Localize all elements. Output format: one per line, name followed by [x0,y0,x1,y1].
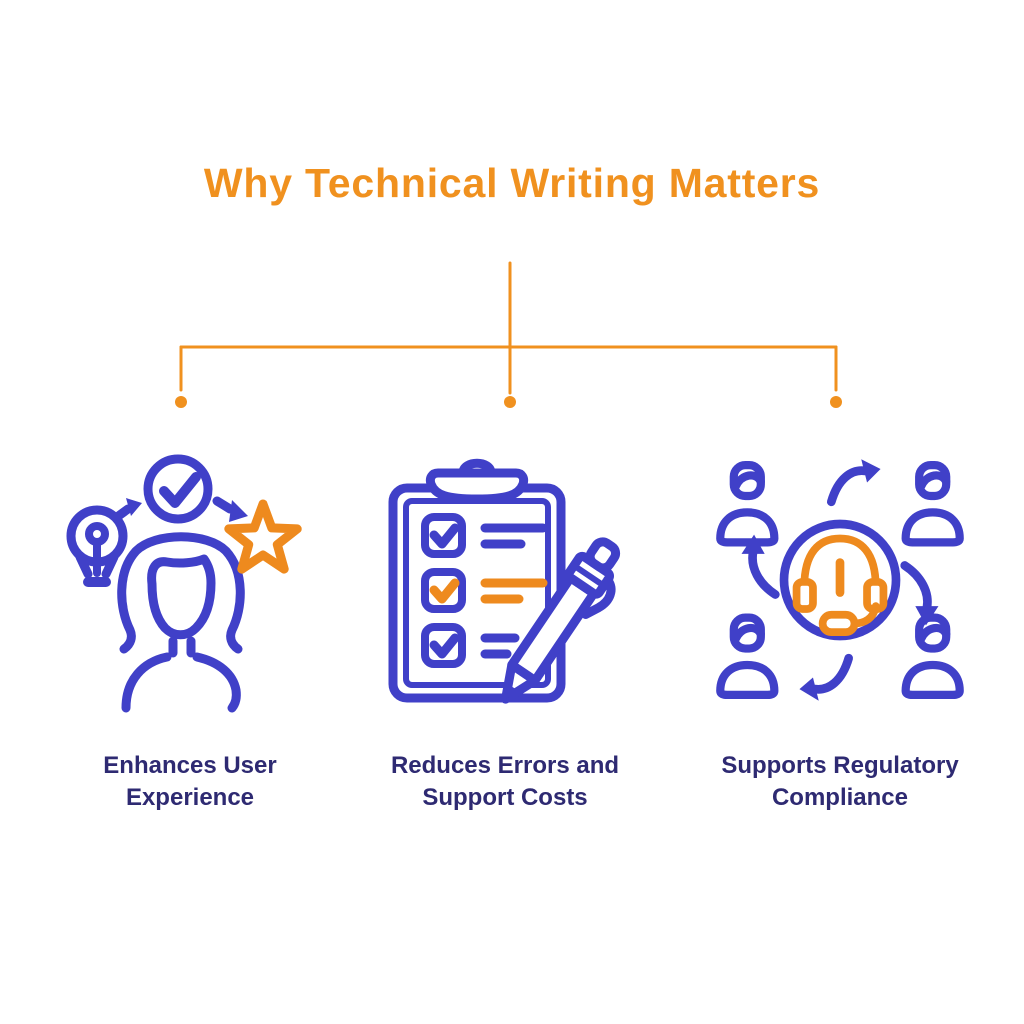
person-icon [720,465,774,542]
checklist-pen-icon [388,458,621,704]
branch-label: Supports Regulatory Compliance [721,752,959,811]
person-icon [906,618,960,695]
branch-item-user-experience: Enhances User Experience [35,440,345,814]
arrow-right-icon [212,496,235,514]
person-icon [906,465,960,542]
connector-dot-center [504,396,516,408]
checkmark-circle-icon [143,454,213,524]
woman-avatar [117,532,245,713]
arrowhead [915,606,939,626]
arrowhead [229,500,248,522]
connector-dot-right [830,396,842,408]
check-icon [429,523,460,549]
check-icon [429,633,460,659]
arrowhead [126,498,142,516]
curved-arrow-icon [748,547,780,599]
collaboration-headset-icon [700,459,980,701]
user-experience-icon [66,454,302,713]
star-icon [224,499,302,574]
arrowhead [861,459,881,483]
check-icon [429,578,460,604]
arrowhead [799,677,819,701]
curved-arrow-icon [826,466,870,507]
branch-item-reduces-errors: Reduces Errors and Support Costs [350,440,660,814]
branch-label: Enhances User Experience [103,752,277,811]
lightbulb-icon [66,505,128,587]
headset-icon [792,534,888,636]
pen-icon [501,537,621,704]
arrowhead [741,534,765,554]
curved-arrow-icon [810,653,854,694]
connector-dot-left [175,396,187,408]
branch-label: Reduces Errors and Support Costs [390,752,620,811]
icon-wrap [375,440,635,720]
curved-arrow-icon [900,561,932,613]
branch-item-compliance: Supports Regulatory Compliance [685,440,995,814]
person-icon [720,618,774,695]
icon-wrap [700,440,980,720]
page-title: Why Technical Writing Matters [203,160,821,206]
icon-wrap [60,440,320,720]
checkbox-icon [421,513,466,668]
